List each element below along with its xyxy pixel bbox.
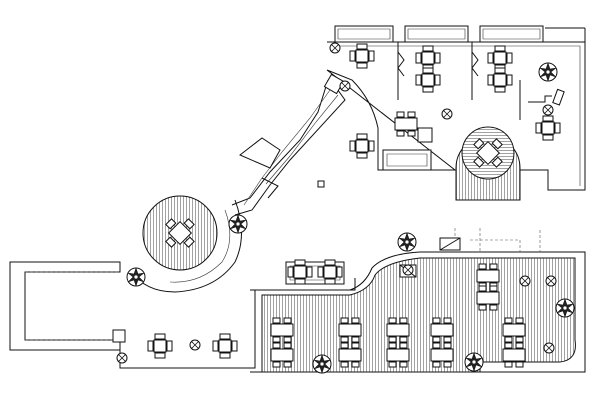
upper-dining-room	[327, 26, 585, 190]
sofa	[383, 150, 431, 170]
lower-dining-deck	[250, 228, 585, 374]
round-deck-upper	[456, 127, 520, 200]
round-deck-left	[126, 196, 248, 292]
upper-tables	[329, 42, 564, 170]
angled-corridor	[232, 74, 351, 215]
window-3	[480, 26, 543, 42]
plant	[538, 62, 558, 82]
counter	[240, 138, 280, 168]
window-2	[405, 26, 468, 42]
table	[349, 43, 375, 69]
window-1	[335, 26, 393, 42]
